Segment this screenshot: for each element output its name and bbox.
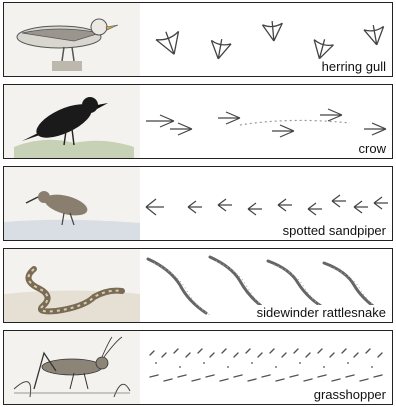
spotted-sandpiper-illustration <box>4 167 140 240</box>
sidewinder-rattlesnake-illustration <box>4 249 140 322</box>
row-sidewinder-rattlesnake: sidewinder rattlesnake <box>3 248 393 323</box>
row-label: herring gull <box>320 59 388 74</box>
row-label: grasshopper <box>312 387 388 402</box>
row-herring-gull: herring gull <box>3 2 393 77</box>
grasshopper-illustration <box>4 331 140 404</box>
row-crow: crow <box>3 84 393 159</box>
row-label: spotted sandpiper <box>281 223 388 238</box>
herring-gull-illustration <box>4 3 140 76</box>
crow-illustration <box>4 85 140 158</box>
crow-tracks <box>140 85 392 158</box>
row-grasshopper: grasshopper <box>3 330 393 405</box>
row-label: crow <box>357 141 388 156</box>
row-label: sidewinder rattlesnake <box>255 305 388 320</box>
row-spotted-sandpiper: spotted sandpiper <box>3 166 393 241</box>
